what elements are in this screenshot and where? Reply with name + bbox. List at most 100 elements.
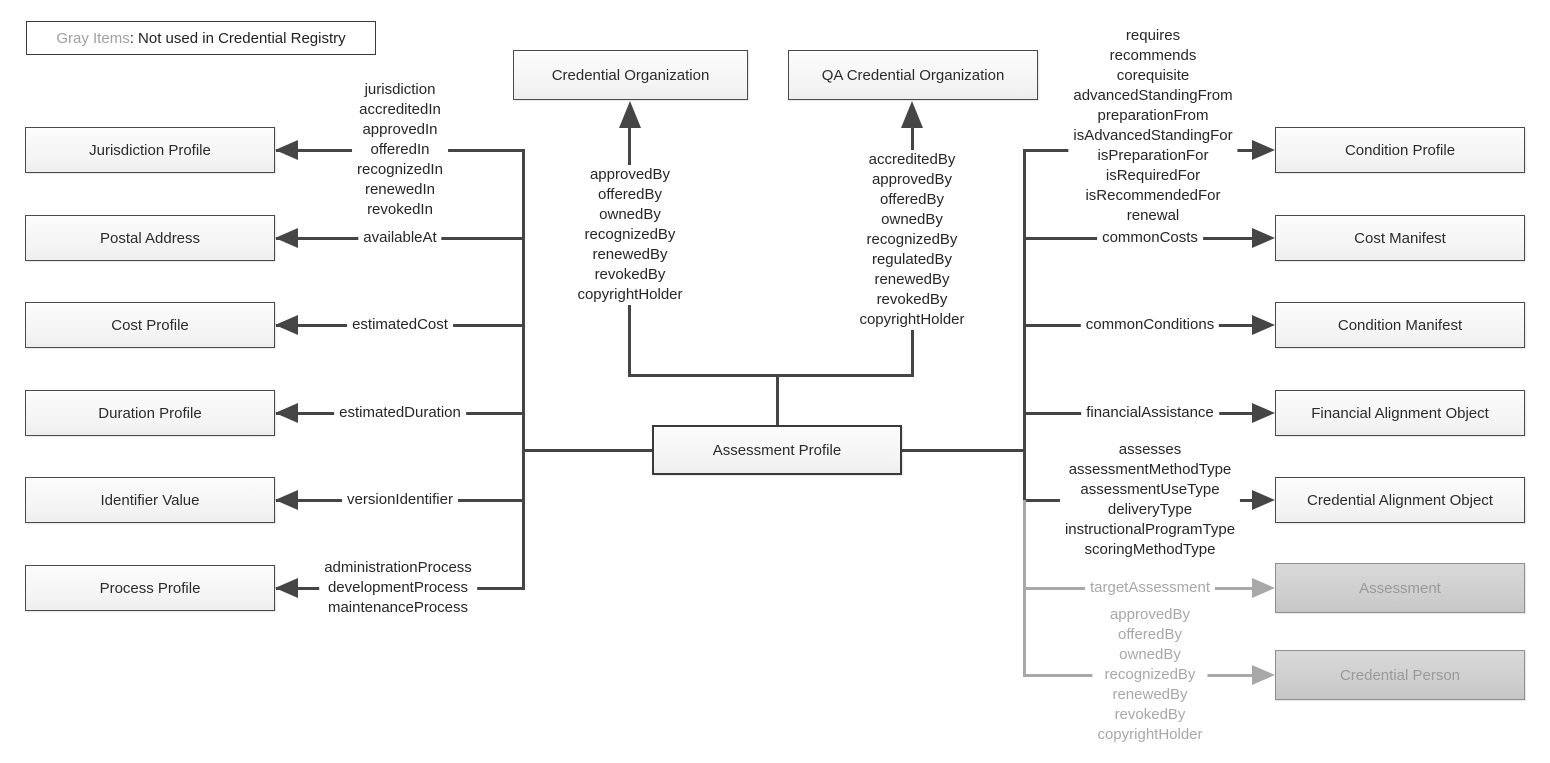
node-label: Credential Alignment Object (1307, 491, 1493, 509)
edge-label-line: requires (1125, 27, 1181, 44)
edge-label-line: ownedBy (599, 206, 661, 223)
node-duration-profile: Duration Profile (25, 390, 275, 436)
edge-label-targetAssessment: targetAssessment (1084, 578, 1216, 598)
arrow-right-cost-manifest-icon (1252, 228, 1275, 248)
left-trunk-line (522, 149, 525, 590)
edge-label-line: offeredIn (370, 141, 430, 158)
edge-label-line: revokedIn (367, 201, 433, 218)
arrow-right-credential-person-icon (1252, 665, 1275, 685)
edge-label-estimatedCost: estimatedCost (347, 315, 453, 335)
node-label: Cost Manifest (1354, 229, 1446, 247)
node-credential-alignment-object: Credential Alignment Object (1275, 477, 1525, 523)
edge-label-line: copyrightHolder (1097, 726, 1203, 743)
node-label: Postal Address (99, 229, 201, 247)
arrow-right-condition-profile-icon (1252, 140, 1275, 160)
edge-label-line: approvedBy (871, 171, 953, 188)
edge-label-line: accreditedBy (868, 151, 956, 168)
arrow-left-cost-profile-icon (275, 315, 298, 335)
arrow-right-credential-alignment-icon (1252, 490, 1275, 510)
node-process-profile: Process Profile (25, 565, 275, 611)
edge-label-line: revokedBy (1114, 706, 1186, 723)
edge-label-line: assessmentUseType (1080, 481, 1220, 498)
edge-label-line: offeredBy (1118, 626, 1182, 643)
edge-label-line: accreditedIn (359, 101, 441, 118)
edge-label-line: renewedBy (874, 271, 950, 288)
arrow-up-qa-credential-organization-icon (901, 101, 923, 128)
edge-label-process-group: administrationProcess developmentProcess… (319, 558, 477, 618)
edge-label-estimatedDuration: estimatedDuration (334, 403, 466, 423)
node-label: Process Profile (99, 579, 201, 597)
edge-label-line: renewedBy (1112, 686, 1188, 703)
node-label: Identifier Value (100, 491, 200, 509)
arrow-left-identifier-value-icon (275, 490, 298, 510)
edge-label-condition-profile-group: requires recommends corequisite advanced… (1068, 26, 1238, 226)
edge-label-line: recommends (1109, 47, 1197, 64)
node-label: Credential Person (1339, 666, 1461, 684)
node-label: Credential Organization (551, 66, 710, 84)
edge-label-line: assesses (1118, 441, 1182, 458)
edge-label-line: isRecommendedFor (1085, 187, 1221, 204)
edge-label-line: ownedBy (881, 211, 943, 228)
legend-gray-items-label: Gray Items (56, 29, 130, 47)
edge-label-line: isRequiredFor (1105, 167, 1201, 184)
edge-label-line: renewedBy (592, 246, 668, 263)
edge-label-line: advancedStandingFrom (1073, 87, 1233, 104)
arrow-left-process-profile-icon (275, 578, 298, 598)
edge-label-jurisdiction-group: jurisdiction accreditedIn approvedIn off… (352, 80, 448, 220)
edge-label-line: jurisdiction (364, 81, 436, 98)
edge-label-line: offeredBy (880, 191, 944, 208)
node-label: Condition Manifest (1337, 316, 1463, 334)
edge-label-line: approvedBy (1109, 606, 1191, 623)
edge-label-commonCosts: commonCosts (1097, 228, 1203, 248)
node-label: Condition Profile (1344, 141, 1456, 159)
edge-label-line: renewedIn (364, 181, 436, 198)
edge-label-availableAt: availableAt (358, 228, 442, 248)
edge-label-line: recognizedIn (357, 161, 443, 178)
edge-label-line: maintenanceProcess (327, 599, 469, 616)
edge-label-line: regulatedBy (871, 251, 953, 268)
edge-label-line: revokedBy (594, 266, 666, 283)
arrow-right-financial-alignment-icon (1252, 403, 1275, 423)
node-label: QA Credential Organization (821, 66, 1005, 84)
top-connector-drop (776, 374, 779, 427)
edge-label-line: approvedBy (589, 166, 671, 183)
node-cost-manifest: Cost Manifest (1275, 215, 1525, 261)
edge-label-line: assessmentMethodType (1068, 461, 1232, 478)
edge-label-line: recognizedBy (1104, 666, 1196, 683)
edge-label-line: approvedIn (362, 121, 438, 138)
node-qa-credential-organization: QA Credential Organization (788, 50, 1038, 100)
edge-label-line: renewal (1126, 207, 1180, 224)
node-label: Financial Alignment Object (1311, 404, 1489, 422)
right-trunk-line (1023, 149, 1026, 503)
edge-label-credential-organization-group: approvedBy offeredBy ownedBy recognizedB… (572, 165, 688, 305)
edge-label-line: scoringMethodType (1084, 541, 1216, 558)
node-cost-profile: Cost Profile (25, 302, 275, 348)
node-credential-organization: Credential Organization (513, 50, 748, 100)
arrow-left-jurisdiction-profile-icon (275, 140, 298, 160)
top-connector-horizontal (628, 374, 914, 377)
node-label: Jurisdiction Profile (89, 141, 211, 159)
arrow-left-duration-profile-icon (275, 403, 298, 423)
edge-label-line: ownedBy (1119, 646, 1181, 663)
edge-label-financialAssistance: financialAssistance (1081, 403, 1219, 423)
edge-label-line: copyrightHolder (859, 311, 965, 328)
edge-label-credential-alignment-group: assesses assessmentMethodType assessment… (1059, 440, 1241, 560)
edge-label-line: offeredBy (598, 186, 662, 203)
edge-label-line: developmentProcess (327, 579, 469, 596)
edge-label-line: isPreparationFor (1097, 147, 1209, 164)
node-label: Cost Profile (111, 316, 189, 334)
node-assessment: Assessment (1275, 563, 1525, 613)
arrow-right-assessment-icon (1252, 578, 1275, 598)
edge-label-line: recognizedBy (584, 226, 676, 243)
node-credential-person: Credential Person (1275, 650, 1525, 700)
arrow-right-condition-manifest-icon (1252, 315, 1275, 335)
edge-label-line: revokedBy (876, 291, 948, 308)
connector-center-right (900, 449, 1025, 452)
edge-label-line: copyrightHolder (577, 286, 683, 303)
edge-label-qa-organization-group: accreditedBy approvedBy offeredBy ownedB… (854, 150, 970, 330)
edge-label-line: corequisite (1116, 67, 1190, 84)
node-condition-manifest: Condition Manifest (1275, 302, 1525, 348)
connector-center-left (524, 449, 654, 452)
node-condition-profile: Condition Profile (1275, 127, 1525, 173)
